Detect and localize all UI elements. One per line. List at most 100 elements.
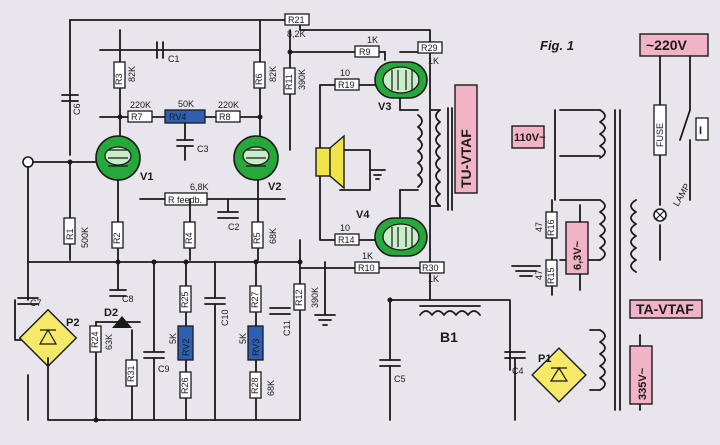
voltage-heater-label: 6,3V~ — [572, 240, 584, 270]
r16-value: 47 — [534, 222, 544, 232]
tube-v2: V2 — [233, 135, 281, 193]
c10-label: C10 — [220, 309, 230, 326]
figure-title: Fig. 1 — [540, 38, 574, 53]
r16-label: R16 — [546, 219, 556, 236]
resistor-r14: R14 10 — [334, 223, 360, 246]
input-jack — [22, 156, 97, 301]
switch-label: I — [699, 125, 702, 137]
r29-value: 1K — [428, 56, 439, 66]
rv4-value: 50K — [178, 99, 194, 109]
tube-v1: V1 — [95, 135, 153, 183]
r10-label: R10 — [358, 263, 375, 273]
r10-value: 1K — [362, 251, 373, 261]
voltage-heater: 6,3V~ — [565, 204, 589, 291]
r27-label: R27 — [250, 291, 260, 308]
v2-label: V2 — [268, 181, 281, 193]
d2-label: D2 — [104, 307, 118, 319]
r2-label: R2 — [112, 232, 122, 244]
rv3-value: 5K — [238, 333, 248, 344]
loudspeaker — [315, 134, 371, 191]
capacitor-c4: C4 — [504, 351, 526, 421]
resistor-r5: R5 68K — [251, 179, 278, 261]
r14-label: R14 — [338, 235, 355, 245]
b1-label: B1 — [440, 329, 458, 345]
resistor-r26: R26 — [179, 371, 192, 399]
mains-voltage-label: ~220V — [646, 37, 688, 53]
capacitor-c1: C1 — [156, 41, 180, 64]
resistor-r2: R2 — [111, 179, 124, 261]
p1-label: P1 — [538, 353, 551, 365]
resistor-r7: R7 220K — [127, 100, 153, 123]
r11-label: R11 — [284, 74, 294, 90]
potentiometer-rv4: RV4 50K — [164, 99, 206, 141]
resistor-r15: R15 47 — [534, 259, 558, 287]
output-transformer-label: TU-VTAF — [458, 129, 474, 188]
c4-label: C4 — [512, 366, 524, 376]
zener-d2: D2 — [95, 307, 141, 328]
resistor-r19: R19 10 — [334, 68, 360, 91]
r15-value: 47 — [534, 270, 544, 280]
c11-label: C11 — [282, 320, 292, 336]
voltage-ht-label: 335V~ — [637, 367, 649, 400]
capacitor-c8: C8 — [109, 261, 134, 304]
c1-label: C1 — [168, 54, 180, 64]
r9-value: 1K — [367, 35, 378, 45]
potentiometer-rv2: RV2 5K — [168, 325, 194, 361]
rfeedb-label: R feedb. — [168, 195, 202, 205]
fuse: FUSE — [653, 104, 667, 156]
resistor-r31: R31 — [125, 329, 138, 421]
r8-value: 220K — [218, 100, 239, 110]
r3-value: 82K — [127, 66, 137, 82]
capacitor-c7: C7 — [17, 297, 42, 308]
power-switch: I — [679, 109, 709, 201]
output-transformer: TU-VTAF — [399, 84, 478, 219]
rv2-value: 5K — [168, 333, 178, 344]
v4-label: V4 — [356, 209, 370, 221]
r21-label: R21 — [288, 15, 305, 25]
resistor-r9: R9 1K — [354, 35, 380, 58]
r19-value: 10 — [340, 68, 350, 78]
resistor-r4: R4 — [183, 198, 196, 261]
r14-value: 10 — [340, 223, 350, 233]
capacitor-c2: C2 — [217, 198, 240, 232]
capacitor-c3: C3 — [176, 139, 209, 161]
r30-label: R30 — [422, 263, 439, 273]
rv3-label: RV3 — [251, 339, 261, 356]
r3-label: R3 — [114, 73, 124, 85]
ground-symbol — [369, 169, 386, 180]
capacitor-c5: C5 — [379, 359, 406, 421]
c9-label: C9 — [158, 364, 170, 374]
resistor-r1: R1 500K — [63, 161, 90, 261]
r8-label: R8 — [219, 112, 231, 122]
ground-symbol-3 — [511, 265, 541, 277]
r12-label: R12 — [294, 289, 304, 306]
c7-label: C7 — [30, 298, 42, 308]
tube-v4: V4 — [356, 209, 428, 257]
r31-label: R31 — [126, 365, 136, 382]
capacitor-c9: C9 — [143, 261, 170, 421]
r30-value: 1K — [428, 274, 439, 284]
capacitor-c10: C10 — [204, 261, 230, 421]
resistor-r8: R8 220K — [215, 100, 241, 123]
r5-label: R5 — [252, 232, 262, 244]
resistor-r6: R6 82K — [253, 61, 278, 89]
capacitor-c6: C6 — [61, 94, 82, 115]
p2-label: P2 — [66, 317, 79, 329]
resistor-r11: R11 390K — [283, 67, 307, 95]
v68k-2: 68K — [266, 380, 276, 396]
rv2-label: RV2 — [181, 339, 191, 356]
resistor-r10: R10 1K — [299, 251, 431, 274]
resistor-rfeedb: R feedb. 6,8K — [139, 182, 286, 206]
resistor-r28: R28 68K — [249, 371, 276, 399]
r1-label: R1 — [65, 228, 75, 240]
r28-label: R28 — [250, 377, 260, 394]
r1-value: 500K — [80, 227, 90, 248]
r24-label: R24 — [90, 331, 100, 348]
voltage-ht: 335V~ — [629, 334, 653, 411]
r25-label: R25 — [180, 291, 190, 308]
resistor-r30: R30 1K — [419, 261, 445, 284]
r19-label: R19 — [338, 80, 355, 90]
v3-label: V3 — [378, 101, 391, 113]
r6-label: R6 — [254, 73, 264, 85]
